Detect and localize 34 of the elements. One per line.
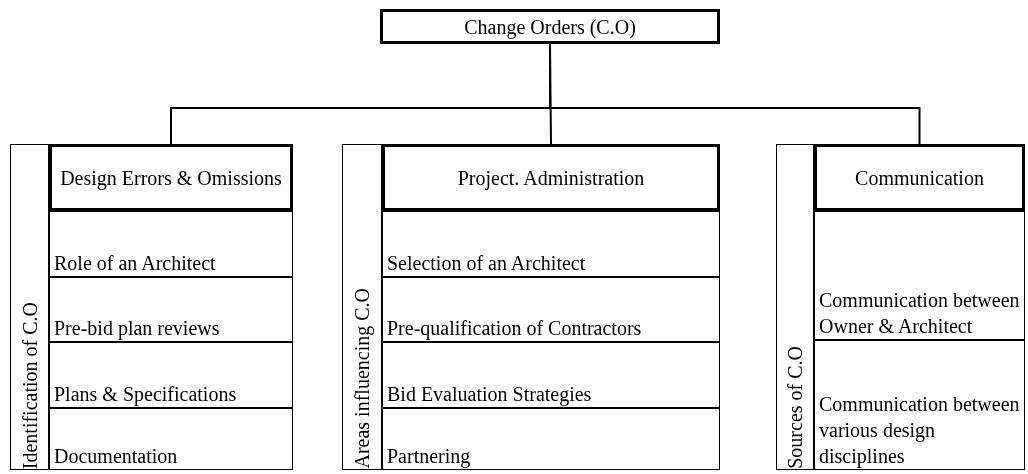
header-label: Communication [855,165,984,191]
item-cell [814,211,1025,340]
item-label: Selection of an Architect [387,251,586,276]
header-box [382,144,720,211]
category-label: Sources of C.O [785,346,805,469]
header-box [49,144,293,211]
category-label: Areas influencing C.O [352,288,372,469]
header-box [814,144,1025,211]
item-label: Pre-qualification of Contractors [387,316,642,341]
header-label: Change Orders (C.O) [464,14,636,41]
category-strip [10,144,49,470]
item-cell [49,277,293,342]
category-strip [776,144,814,470]
item-cell [382,408,720,470]
item-cell [382,277,720,342]
item-cell [382,211,720,277]
item-label: Plans & Specifications [54,382,237,407]
item-label: Communication between Owner & Architect [819,288,1020,339]
item-cell [382,342,720,408]
item-label: Partnering [387,444,471,469]
item-label: Bid Evaluation Strategies [387,382,592,407]
root-box [380,9,720,44]
header-label: Design Errors & Omissions [60,165,282,191]
category-label: Identification of C.O [19,301,40,469]
item-label: Communication between various design disciplines [819,392,1020,469]
item-cell [814,340,1025,470]
item-cell [49,342,293,408]
item-cell [49,211,293,277]
header-label: Project. Administration [457,165,645,191]
item-cell [49,408,293,470]
item-label: Role of an Architect [54,251,216,276]
item-label: Pre-bid plan reviews [54,316,220,341]
item-label: Documentation [54,444,178,469]
category-strip [342,144,382,470]
